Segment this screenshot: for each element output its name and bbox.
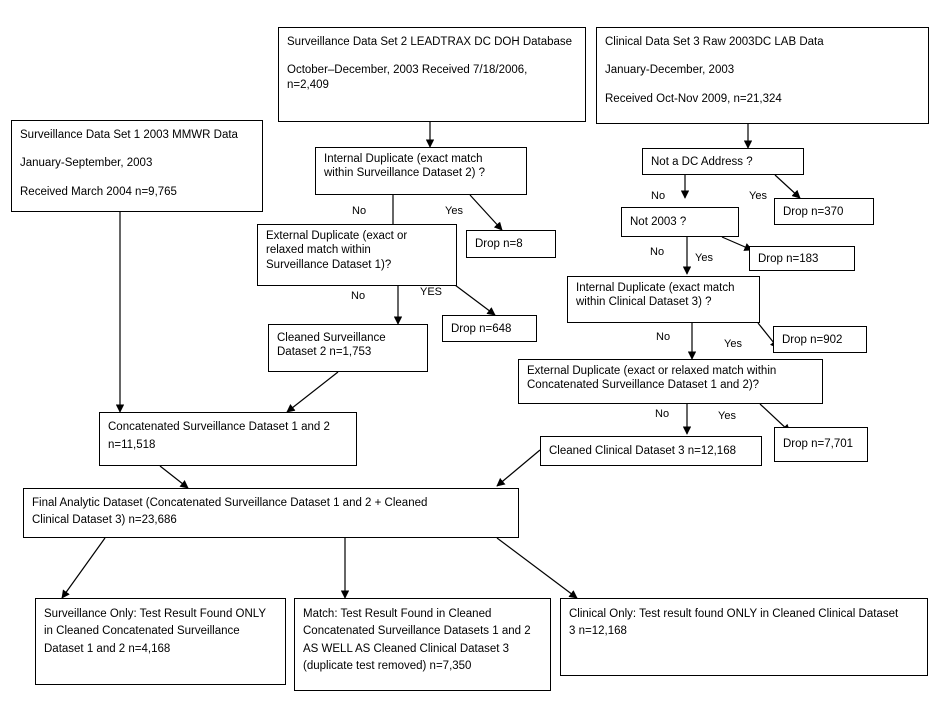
match-box: Match: Test Result Found in Cleaned Conc… <box>294 598 551 691</box>
concat-line-1: Concatenated Surveillance Dataset 1 and … <box>108 421 330 433</box>
arrow-not-dc-to-drop370 <box>774 174 801 199</box>
not-dc-text: Not a DC Address ? <box>651 156 753 168</box>
concat-line-2: n=11,518 <box>108 439 156 452</box>
drop-370-text: Drop n=370 <box>783 206 844 218</box>
clin-only-line-2: 3 n=12,168 <box>569 625 627 638</box>
arrow-cleaned-c3-to-final <box>496 449 541 487</box>
surveillance-data-set-1-box: Surveillance Data Set 1 2003 MMWR Data J… <box>11 120 263 212</box>
arrow-concat-to-final <box>159 465 189 489</box>
drop-370-box: Drop n=370 <box>774 198 874 225</box>
final-line-1: Final Analytic Dataset (Concatenated Sur… <box>32 497 428 509</box>
external-duplicate-c3-box: External Duplicate (exact or relaxed mat… <box>518 359 823 404</box>
no-label-not-dc: No <box>651 190 666 202</box>
no-label-not-2003: No <box>650 246 665 258</box>
internal-dup-s2-line-2: within Surveillance Dataset 2) ? <box>324 167 486 180</box>
drop-902-text: Drop n=902 <box>782 334 843 346</box>
drop-8-text: Drop n=8 <box>475 238 523 250</box>
external-dup-c3-line-2: Concatenated Surveillance Dataset 1 and … <box>527 379 760 392</box>
yes-label-internal-dup-c3: Yes <box>724 338 742 350</box>
not-dc-address-box: Not a DC Address ? <box>642 148 804 175</box>
surveillance-data-set-2-box: Surveillance Data Set 2 LEADTRAX DC DOH … <box>278 27 586 122</box>
arrow-final-to-surv-only <box>61 537 106 599</box>
drop-7701-text: Drop n=7,701 <box>783 438 854 450</box>
external-dup-s2-line-2: relaxed match within <box>266 244 371 257</box>
no-label-internal-dup-c3: No <box>656 331 671 343</box>
drop-183-box: Drop n=183 <box>749 246 855 271</box>
not-2003-text: Not 2003 ? <box>630 216 687 228</box>
cleaned-surveillance-dataset-2-box: Cleaned Surveillance Dataset 2 n=1,753 <box>268 324 428 372</box>
clinical-data-set-3-box: Clinical Data Set 3 Raw 2003DC LAB Data … <box>596 27 929 124</box>
sds1-line-2: January-September, 2003 <box>20 157 153 170</box>
clin-only-line-1: Clinical Only: Test result found ONLY in… <box>569 608 899 620</box>
sds1-line-1: Surveillance Data Set 1 2003 MMWR Data <box>20 129 238 141</box>
yes-label-external-dup-c3: Yes <box>718 410 736 422</box>
cds3-line-2: January-December, 2003 <box>605 64 735 77</box>
arrow-cleaned-s2-to-concat <box>286 371 339 413</box>
drop-8-box: Drop n=8 <box>466 230 556 258</box>
no-label-external-dup-c3: No <box>655 408 670 420</box>
match-line-2: Concatenated Surveillance Datasets 1 and… <box>303 625 531 638</box>
clinical-only-box: Clinical Only: Test result found ONLY in… <box>560 598 928 676</box>
cds3-line-3: Received Oct-Nov 2009, n=21,324 <box>605 92 782 105</box>
internal-dup-s2-line-1: Internal Duplicate (exact match <box>324 153 483 165</box>
internal-dup-c3-line-1: Internal Duplicate (exact match <box>576 282 735 294</box>
external-dup-s2-line-3: Surveillance Dataset 1)? <box>266 258 392 271</box>
match-line-3: AS WELL AS Cleaned Clinical Dataset 3 <box>303 642 510 655</box>
cleaned-clinical-dataset-3-box: Cleaned Clinical Dataset 3 n=12,168 <box>540 436 762 466</box>
arrow-internal-dup-to-drop8 <box>469 194 503 231</box>
drop-648-text: Drop n=648 <box>451 323 512 335</box>
cds3-line-1: Clinical Data Set 3 Raw 2003DC LAB Data <box>605 36 824 48</box>
cleaned-s2-line-1: Cleaned Surveillance <box>277 332 386 344</box>
surv-only-line-1: Surveillance Only: Test Result Found ONL… <box>44 608 267 620</box>
yes-label-not-2003: Yes <box>695 252 713 264</box>
surv-only-line-3: Dataset 1 and 2 n=4,168 <box>44 642 171 655</box>
drop-648-box: Drop n=648 <box>442 315 537 342</box>
match-line-4: (duplicate test removed) n=7,350 <box>303 660 472 673</box>
not-2003-box: Not 2003 ? <box>621 207 739 237</box>
match-line-1: Match: Test Result Found in Cleaned <box>303 608 492 620</box>
internal-duplicate-c3-box: Internal Duplicate (exact match within C… <box>567 276 760 323</box>
cleaned-c3-text: Cleaned Clinical Dataset 3 n=12,168 <box>549 445 736 457</box>
external-duplicate-s2-box: External Duplicate (exact or relaxed mat… <box>257 224 457 286</box>
sds2-line-3: n=2,409 <box>287 78 329 91</box>
arrow-external-dup-to-drop648 <box>454 284 496 316</box>
surveillance-only-box: Surveillance Only: Test Result Found ONL… <box>35 598 286 685</box>
concatenated-surveillance-box: Concatenated Surveillance Dataset 1 and … <box>99 412 357 466</box>
external-dup-c3-line-1: External Duplicate (exact or relaxed mat… <box>527 365 777 377</box>
sds2-line-2: October–December, 2003 Received 7/18/200… <box>287 64 528 77</box>
final-line-2: Clinical Dataset 3) n=23,686 <box>32 514 177 527</box>
cleaned-s2-line-2: Dataset 2 n=1,753 <box>277 346 372 359</box>
yes-label-external-dup-s2: YES <box>420 286 443 298</box>
internal-duplicate-s2-box: Internal Duplicate (exact match within S… <box>315 147 527 195</box>
arrow-not-2003-to-drop183 <box>721 236 753 251</box>
yes-label-not-dc: Yes <box>749 190 767 202</box>
drop-7701-box: Drop n=7,701 <box>774 427 868 462</box>
yes-label-internal-dup-s2: Yes <box>445 205 463 217</box>
arrow-final-to-clin-only <box>496 537 578 599</box>
drop-183-text: Drop n=183 <box>758 253 819 265</box>
no-label-internal-dup-s2: No <box>352 205 367 217</box>
sds1-line-3: Received March 2004 n=9,765 <box>20 185 177 198</box>
external-dup-s2-line-1: External Duplicate (exact or <box>266 230 408 242</box>
internal-dup-c3-line-2: within Clinical Dataset 3) ? <box>576 296 712 309</box>
final-analytic-dataset-box: Final Analytic Dataset (Concatenated Sur… <box>23 488 519 538</box>
surv-only-line-2: in Cleaned Concatenated Surveillance <box>44 625 240 638</box>
drop-902-box: Drop n=902 <box>773 326 867 353</box>
no-label-external-dup-s2: No <box>351 290 366 302</box>
sds2-line-1: Surveillance Data Set 2 LEADTRAX DC DOH … <box>287 36 573 48</box>
